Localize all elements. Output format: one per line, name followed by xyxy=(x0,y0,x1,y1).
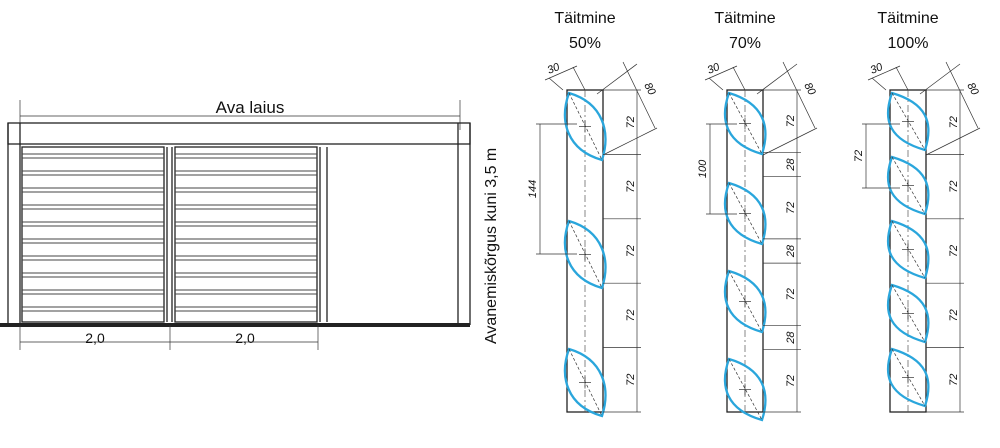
top-dim-label: 30 xyxy=(869,61,886,77)
diag-ext xyxy=(756,63,798,95)
diag-ext xyxy=(925,127,981,156)
height-label: Avanemiskõrgus kuni 3,5 m xyxy=(483,148,500,344)
right-dim-label: 72 xyxy=(625,245,637,257)
top-dim-line xyxy=(867,65,901,81)
right-dim-label: 72 xyxy=(948,374,960,386)
spacing-dim-label: 144 xyxy=(527,180,539,198)
lamella-blade xyxy=(563,347,607,418)
gate-header-beam xyxy=(7,122,471,145)
diag-dim-label: 80 xyxy=(641,81,658,98)
blade-chord xyxy=(728,182,763,245)
right-dim-label: 72 xyxy=(785,288,797,300)
right-dim-label: 72 xyxy=(625,180,637,192)
fill-title: Täitmine xyxy=(877,10,938,27)
section-right-label: 2,0 xyxy=(235,330,255,346)
fill-title: Täitmine xyxy=(714,10,775,27)
right-dim-label: 72 xyxy=(625,374,637,386)
right-dim-label: 72 xyxy=(625,309,637,321)
diag-dim-line xyxy=(945,61,979,129)
diag-dim-label: 80 xyxy=(801,81,818,98)
right-dim-label: 72 xyxy=(948,309,960,321)
right-dim-label: 72 xyxy=(948,180,960,192)
top-dim-line xyxy=(544,65,578,81)
gate-panel-middle xyxy=(174,146,318,323)
lamella-blade xyxy=(723,269,767,334)
right-dim-label: 28 xyxy=(785,244,797,258)
fill-title: Täitmine xyxy=(554,10,615,27)
diag-dim-label: 80 xyxy=(964,81,981,98)
top-dim-ext xyxy=(871,77,887,91)
top-dim-label: 30 xyxy=(546,61,563,77)
fill-column-2: Täitmine 100%30 80 72 72 72 72 72 72 xyxy=(853,10,981,413)
fill-percent: 50% xyxy=(569,35,601,52)
top-dim-ext xyxy=(895,66,909,91)
fill-percent: 70% xyxy=(729,35,761,52)
lamella-blade xyxy=(723,357,767,422)
top-dim-ext xyxy=(572,66,586,91)
gate-slats xyxy=(22,153,317,312)
right-dim-label: 72 xyxy=(948,116,960,128)
diag-ext xyxy=(596,63,638,95)
top-dim-line xyxy=(704,65,738,81)
fill-columns: Täitmine 50% 30 80 144 72 72 72 72 72 Täitmine 70% 3… xyxy=(527,10,981,422)
diag-ext xyxy=(602,127,658,156)
top-dim-ext xyxy=(708,77,724,91)
right-dim-label: 28 xyxy=(785,157,797,171)
right-dim-label: 72 xyxy=(625,116,637,128)
lamella-blade xyxy=(723,181,767,246)
blade-chord xyxy=(728,358,763,421)
right-dim-label: 72 xyxy=(948,245,960,257)
top-dim-ext xyxy=(732,66,746,91)
top-dim-ext xyxy=(548,77,564,91)
section-left-label: 2,0 xyxy=(85,330,105,346)
blade-chord xyxy=(728,92,763,155)
lamella-blade xyxy=(723,91,767,156)
fill-column-0: Täitmine 50% 30 80 144 72 72 72 72 72 xyxy=(527,10,658,418)
diag-dim-line xyxy=(782,61,816,129)
fill-column-1: Täitmine 70% 30 80 100 72 28 72 28 72 28 72 xyxy=(697,10,818,422)
fill-percent: 100% xyxy=(888,35,929,52)
lamella-blade xyxy=(563,219,607,290)
spacing-dim-label: 100 xyxy=(697,159,709,178)
right-dim-label: 72 xyxy=(785,202,797,214)
right-dim-label: 28 xyxy=(785,331,797,345)
diag-dim-line xyxy=(622,61,656,129)
top-dim-label: 30 xyxy=(706,61,723,77)
blade-chord xyxy=(728,270,763,333)
gate-panel-left xyxy=(21,146,165,323)
lamella-blade xyxy=(563,91,607,162)
right-dim-label: 72 xyxy=(785,115,797,127)
gate-elevation: Ava laius 2,0 2,0 Avanemiskõrgus kuni 3,… xyxy=(0,98,500,350)
diag-ext xyxy=(762,127,818,156)
spacing-dim-label: 72 xyxy=(853,150,865,162)
diag-ext xyxy=(919,63,961,95)
right-dim-label: 72 xyxy=(785,375,797,387)
gate-width-label: Ava laius xyxy=(216,98,285,117)
